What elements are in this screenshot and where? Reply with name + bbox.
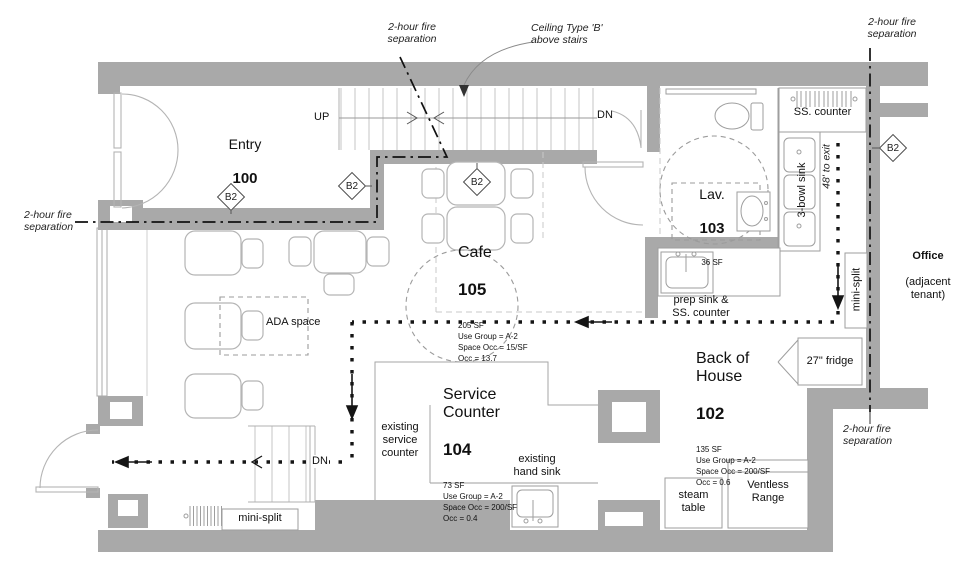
room-boh-stats: 135 SF Use Group = A-2 Space Occ = 200/S… — [696, 445, 771, 487]
prep-sink-label: prep sink & SS. counter — [672, 294, 730, 320]
b2-tag: B2 — [216, 182, 246, 212]
three-bowl-sink-label: 3-bowl sink — [795, 162, 808, 218]
room-entry-number: 100 — [232, 170, 258, 188]
room-lav-name: Lav. — [699, 185, 725, 202]
storefront-window — [96, 227, 148, 397]
ss-counter-label: SS. counter — [793, 106, 852, 118]
room-lav-number: 103 — [699, 220, 725, 238]
coil-symbols — [183, 91, 858, 526]
room-service-stats: 73 SF Use Group = A-2 Space Occ = 200/SF… — [443, 481, 518, 523]
ceiling-note-leader — [459, 41, 534, 97]
ada-space-label: ADA space — [266, 316, 321, 328]
mini-split-right-label: mini-split — [850, 267, 863, 312]
stair-direction-line — [339, 111, 597, 125]
kitchen-fixtures — [221, 87, 868, 531]
room-cafe-number: 105 — [458, 279, 487, 299]
fridge-label: 27" fridge — [806, 355, 854, 367]
room-service-counter: Service Counter 104 73 SF Use Group = A-… — [443, 367, 517, 543]
existing-service-counter-label: existing service counter — [381, 421, 419, 460]
office-sub: (adjacent tenant) — [905, 275, 951, 301]
room-lav: Lav. 103 36 SF — [672, 168, 752, 287]
fire-separation-note-top: 2-hour fire separation — [387, 21, 437, 46]
room-cafe: Cafe 105 205 SF Use Group = A-2 Space Oc… — [458, 225, 528, 383]
room-boh-name: Back of House — [696, 349, 750, 385]
dn-label-top: DN — [597, 109, 613, 121]
steam-table-label: steam table — [678, 489, 709, 515]
service-counter-outline — [374, 361, 598, 500]
stairs-down — [248, 425, 316, 503]
coil-top-right — [790, 91, 858, 107]
fire-separation-note-bottom-right: 2-hour fire separation — [843, 423, 893, 448]
room-lav-area: 36 SF — [701, 257, 723, 267]
room-service-number: 104 — [443, 439, 472, 459]
room-boh: Back of House 102 135 SF Use Group = A-2… — [696, 331, 770, 507]
cafe-furniture — [184, 161, 534, 419]
accessibility-dashed — [219, 135, 769, 363]
fire-separation-lines — [75, 48, 871, 412]
fire-separation-note-top-right: 2-hour fire separation — [867, 16, 917, 41]
lav-fixtures — [665, 88, 779, 248]
ventless-range-label: Ventless Range — [747, 479, 789, 505]
b2-tag: B2 — [337, 171, 367, 201]
room-cafe-stats: 205 SF Use Group = A-2 Space Occ = 15/SF… — [458, 321, 528, 363]
ceiling-type-note: Ceiling Type 'B' above stairs — [531, 22, 603, 47]
dn-label-bottom: DN — [311, 455, 329, 468]
distance-to-exit-label: 48' to exit — [820, 144, 833, 189]
coil-bottom-left — [183, 506, 222, 526]
b2-tag: B2 — [878, 133, 908, 163]
room-entry: Entry 100 — [205, 118, 285, 207]
b2-tag: B2 — [462, 167, 492, 197]
existing-hand-sink-label: existing hand sink — [513, 453, 561, 479]
fire-separation-note-left: 2-hour fire separation — [24, 209, 74, 234]
office-name: Office — [912, 249, 944, 262]
egress-arrows — [113, 264, 845, 469]
doors — [35, 92, 644, 493]
room-service-name: Service Counter — [443, 385, 500, 421]
room-boh-number: 102 — [696, 403, 725, 423]
room-cafe-name: Cafe — [458, 243, 492, 261]
up-label: UP — [314, 111, 330, 123]
office-label: Office (adjacent tenant) — [886, 237, 969, 315]
mini-split-bottom-label: mini-split — [238, 512, 282, 524]
stairs-up — [338, 88, 594, 150]
room-entry-name: Entry — [228, 135, 262, 152]
